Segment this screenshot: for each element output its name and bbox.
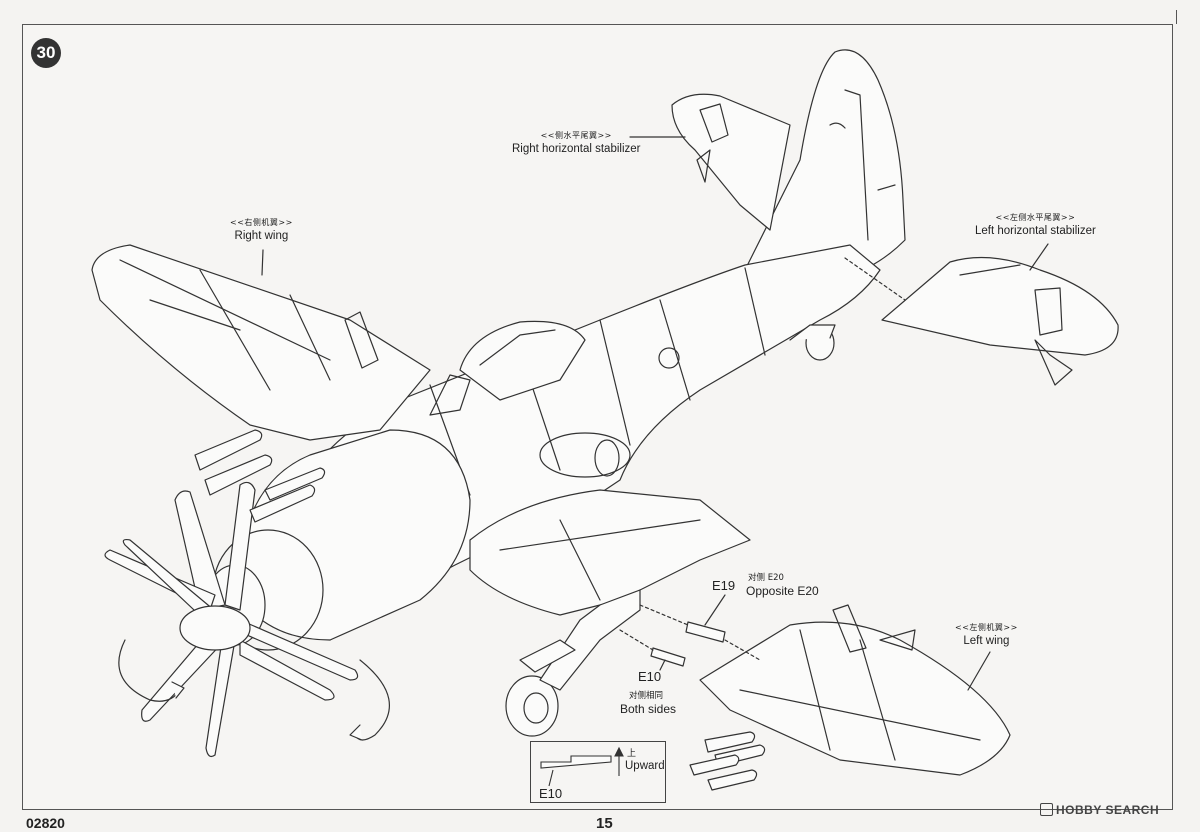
- label-right-wing: <<右侧机翼>> Right wing: [230, 217, 293, 242]
- label-left-horizontal-stabilizer: <<左侧水平尾翼>> Left horizontal stabilizer: [975, 212, 1096, 237]
- main-landing-gear: [505, 589, 641, 737]
- left-wing-rockets: [689, 731, 766, 791]
- canopy: [459, 320, 586, 401]
- label-cn: <<左侧水平尾翼>>: [995, 213, 1076, 222]
- right-wing-rockets: [194, 429, 326, 523]
- part-e10-drawing: [650, 647, 686, 667]
- inset-part-label: E10: [539, 786, 563, 801]
- crop-mark: [1176, 10, 1177, 24]
- label-en: Left wing: [963, 635, 1010, 647]
- inset-up-cn: 上: [627, 749, 637, 759]
- rotation-arrow-left: [118, 639, 181, 702]
- left-wing-attached: [469, 489, 751, 616]
- both-sides-label: Both sides: [620, 702, 677, 716]
- label-right-horizontal-stabilizer: <<侧水平尾翼>> Right horizontal stabilizer: [512, 130, 640, 155]
- label-en: Right horizontal stabilizer: [512, 143, 641, 155]
- engine-cowling: [239, 429, 471, 641]
- left-horizontal-stabilizer: [881, 256, 1119, 356]
- tail-wheel: [789, 324, 836, 361]
- watermark-text: HOBBY SEARCH: [1056, 803, 1160, 817]
- part-e20-label: Opposite E20: [746, 584, 819, 598]
- watermark: HOBBY SEARCH: [1040, 803, 1159, 817]
- right-wing: [91, 244, 431, 441]
- label-en: Left horizontal stabilizer: [975, 225, 1096, 237]
- vertical-tail-fin: [744, 49, 906, 276]
- label-cn: <<左侧机翼>>: [955, 623, 1018, 632]
- part-e10-label: E10: [638, 669, 662, 684]
- step-number-badge: 30: [31, 38, 61, 68]
- label-en: Right wing: [234, 230, 289, 242]
- label-cn: <<侧水平尾翼>>: [540, 131, 612, 140]
- page-number: 15: [596, 815, 613, 832]
- right-horizontal-stabilizer: [671, 93, 791, 231]
- part-e19-label: E19: [712, 578, 736, 593]
- label-cn: <<右侧机翼>>: [230, 218, 293, 227]
- part-e20-cn-label: 对侧 E20: [748, 573, 784, 583]
- label-left-wing: <<左侧机翼>> Left wing: [955, 622, 1018, 647]
- kit-code: 02820: [26, 815, 65, 831]
- orientation-inset-drawing: [540, 746, 624, 787]
- watermark-logo-icon: [1040, 803, 1053, 816]
- propeller: [104, 481, 359, 758]
- inset-up-label: Upward: [625, 760, 665, 772]
- part-e19-drawing: [685, 621, 726, 643]
- both-sides-cn-label: 对侧相同: [629, 691, 664, 701]
- left-wing-detached: [699, 621, 1011, 776]
- orientation-inset: 上 Upward E10: [530, 741, 666, 803]
